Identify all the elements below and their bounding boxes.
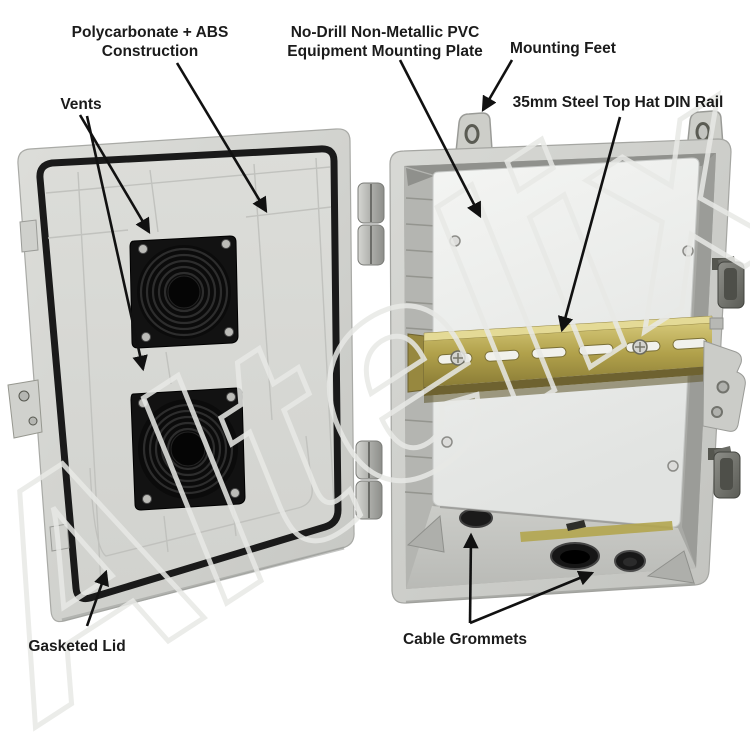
hinge-barrel (355, 480, 383, 520)
label-cable-grommets: Cable Grommets (403, 631, 527, 648)
vent-fan-lower (130, 387, 246, 511)
plate-clip (566, 520, 586, 531)
rail-screws (450, 339, 648, 366)
rail-under-shadow (424, 374, 712, 403)
fan-hub (170, 431, 206, 467)
cable-grommet-right (614, 550, 646, 572)
latch-upper (712, 256, 745, 309)
lid-gasket (36, 145, 342, 602)
plate-bottom-bracket (520, 521, 673, 542)
annotations: Polycarbonate + ABS Construction Vents N… (28, 24, 723, 655)
arrow-gasketed-lid (85, 569, 109, 627)
rail-bottom-lip (424, 366, 712, 396)
arrow-mounting-plate (398, 59, 482, 219)
label-vents: Vents (60, 96, 101, 113)
side-bump (709, 317, 724, 330)
floor-gusset-left (406, 514, 445, 553)
arrow-vent-lower (85, 115, 148, 372)
arrow-mounting-feet (481, 59, 514, 113)
vent-fan-upper (129, 235, 239, 349)
lid-left-tabs (7, 219, 70, 552)
din-rail (407, 315, 713, 403)
label-construction-line2: Construction (102, 43, 198, 60)
lid-tab (19, 219, 39, 253)
bracket-screw (18, 390, 30, 402)
interior-corner-gusset (406, 168, 434, 186)
lid-tab (49, 523, 70, 552)
hinge-barrel (357, 224, 385, 266)
enclosure-body (389, 110, 746, 604)
side-flange (702, 340, 746, 432)
label-mounting-plate-line2: Equipment Mounting Plate (287, 43, 483, 60)
arrow-grommet-right (469, 570, 595, 625)
label-mounting-feet: Mounting Feet (510, 40, 616, 57)
hinge-barrel (357, 182, 385, 224)
label-construction-line1: Polycarbonate + ABS (72, 24, 229, 41)
label-gasketed-lid: Gasketed Lid (28, 638, 125, 655)
lid-panel-lines (45, 157, 335, 586)
cable-grommet-middle (550, 542, 600, 570)
left-wall-ribs (404, 197, 437, 495)
arrow-construction (175, 62, 268, 214)
hinge-barrel (355, 440, 383, 480)
foot-hole (464, 124, 480, 144)
label-mounting-plate-line1: No-Drill Non-Metallic PVC (291, 24, 480, 41)
plate-screws (441, 235, 694, 472)
lid-bottom-edge (61, 546, 345, 622)
lid-hinges (355, 182, 385, 520)
arrow-din-rail (557, 116, 622, 333)
fan-screws (138, 239, 234, 342)
label-din-rail: 35mm Steel Top Hat DIN Rail (513, 94, 724, 111)
arrow-grommet-left (463, 532, 479, 624)
flange-hole (711, 406, 723, 418)
lid-assembly (7, 128, 385, 623)
latch-lower (708, 446, 741, 499)
fan-screws (138, 392, 240, 504)
body-bottom-edge (405, 582, 696, 604)
bracket-screw (28, 416, 38, 426)
floor-gusset-right (646, 550, 695, 584)
mounting-foot-left (455, 112, 493, 153)
flange-hole (716, 380, 730, 394)
fan-hub (167, 275, 201, 309)
